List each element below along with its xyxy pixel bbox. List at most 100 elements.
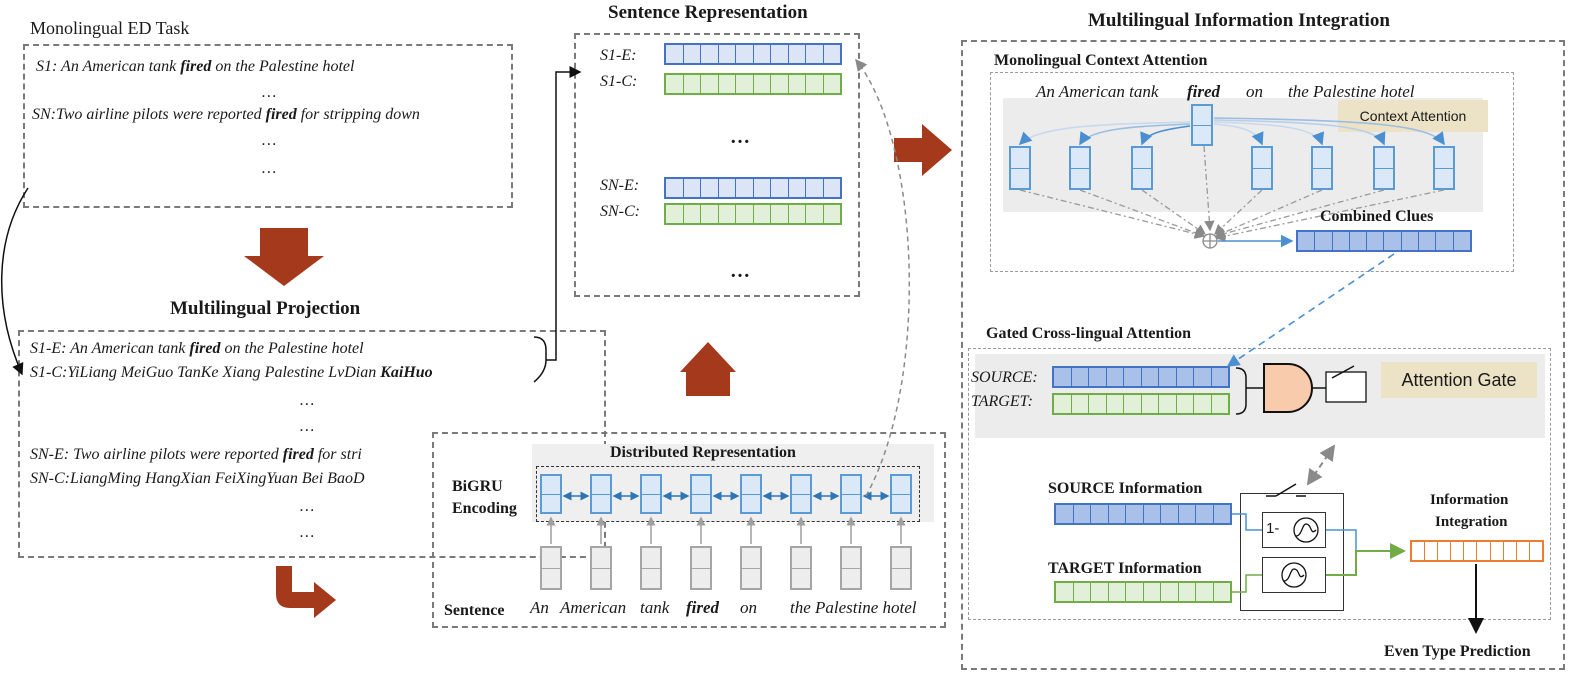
bigru-cell	[790, 474, 812, 514]
attention-arcs	[1018, 117, 1445, 146]
projection-line-post: on the Palestine hotel	[220, 340, 364, 357]
vector-sne	[664, 177, 842, 199]
context-cell	[1433, 146, 1455, 190]
double-arrow	[1306, 444, 1336, 486]
encoder-inner-box	[536, 466, 920, 522]
row-label-snc: SN-C:	[600, 203, 640, 220]
projection-line-bold: fired	[189, 340, 221, 357]
arrow-bent	[276, 566, 336, 618]
context-box	[990, 72, 1514, 272]
gated-title: Gated Cross-lingual Attention	[986, 325, 1192, 342]
monolingual-line: S1: An American tank fired on the Palest…	[36, 58, 354, 76]
projection-line: …	[300, 392, 314, 410]
trigger-cell	[1191, 104, 1213, 146]
projection-line-post: for stri	[313, 446, 362, 463]
clue-lines	[1019, 145, 1445, 242]
info-int-vector	[1410, 540, 1544, 562]
source-info-vector	[1054, 503, 1232, 525]
monolingual-box	[23, 44, 513, 208]
sentence-word: An	[530, 598, 549, 617]
switch-icon-2	[1266, 483, 1306, 497]
source-label: SOURCE:	[971, 369, 1038, 386]
input-cell	[740, 546, 762, 590]
context-attention-label: Context Attention	[1359, 108, 1467, 124]
arrow-up-big	[680, 342, 736, 396]
monolingual-line: …	[262, 132, 276, 150]
sentence-rep-title: Sentence Representation	[608, 2, 808, 23]
prediction-label: Even Type Prediction	[1384, 643, 1531, 660]
monolingual-line: SN:Two airline pilots were reported fire…	[32, 106, 420, 124]
bigru-cell	[540, 474, 562, 514]
sigmoid-icon-1	[1293, 517, 1319, 543]
input-cell	[840, 546, 862, 590]
attention-gate-badge: Attention Gate	[1381, 362, 1537, 398]
attention-gate-label: Attention Gate	[1401, 370, 1517, 390]
arrow-right-big	[894, 124, 952, 176]
row-label-sne: SN-E:	[600, 177, 640, 194]
monolingual-line-post: for stripping down	[296, 106, 420, 123]
context-cell	[1311, 146, 1333, 190]
monolingual-line-pre: SN:Two airline pilots were reported	[32, 106, 266, 123]
monolingual-line: …	[262, 160, 276, 178]
input-cell	[540, 546, 562, 590]
source-vector	[1052, 366, 1230, 388]
projection-line-bold: fired	[282, 446, 314, 463]
integration-box	[961, 40, 1565, 670]
projection-line: SN-C:LiangMing HangXian FeiXingYuan Bei …	[30, 470, 365, 488]
projection-line-pre: SN-C:LiangMing HangXian FeiXingYuan Bei …	[30, 470, 365, 487]
projection-line-bold: KaiHuo	[380, 364, 433, 381]
projection-line: S1-C:YiLiang MeiGuo TanKe Xiang Palestin…	[30, 364, 433, 382]
context-cell	[1009, 146, 1031, 190]
monolingual-line-pre: S1: An American tank	[36, 58, 181, 75]
integration-title: Multilingual Information Integration	[1088, 10, 1390, 31]
and-gate-icon	[1263, 363, 1313, 413]
context-cell	[1251, 146, 1273, 190]
target-label: TARGET:	[971, 393, 1033, 410]
bigru-label: BiGRU Encoding	[452, 478, 517, 517]
gate-unit-box	[1240, 493, 1344, 611]
monolingual-line-bold: fired	[180, 58, 212, 75]
ellipsis-2: …	[730, 260, 750, 282]
source-info-label: SOURCE Information	[1048, 480, 1203, 497]
row-label-s1e: S1-E:	[600, 47, 637, 64]
curve-mono-to-proj	[0, 187, 29, 376]
sigmoid-icon-2	[1281, 562, 1307, 588]
projection-line: …	[300, 524, 314, 542]
combined-clues-label: Combined Clues	[1320, 208, 1434, 225]
line-sig2-out	[1326, 543, 1406, 576]
monolingual-title: Monolingual ED Task	[30, 18, 190, 38]
context-cell	[1131, 146, 1153, 190]
info-int-label-2: Integration	[1435, 514, 1508, 530]
bigru-cell	[740, 474, 762, 514]
context-sentence-on: on	[1246, 82, 1263, 101]
dashed-combined-to-gated	[1226, 253, 1395, 367]
monolingual-line-bold: fired	[265, 106, 297, 123]
sentence-word: fired	[686, 598, 720, 617]
bigru-cell	[690, 474, 712, 514]
arrow-down-big	[244, 228, 324, 286]
monolingual-line-post: on the Palestine hotel	[211, 58, 355, 75]
projection-line-pre: SN-E: Two airline pilots were reported	[30, 446, 283, 463]
bracket-gated	[1235, 367, 1247, 415]
monolingual-line-pre: …	[262, 84, 277, 101]
line-proj-to-rep	[546, 66, 582, 361]
projection-line: …	[300, 418, 314, 436]
projection-line: S1-E: An American tank fired on the Pale…	[30, 340, 364, 358]
line-target-to-gate	[1232, 574, 1262, 593]
vector-s1c	[664, 73, 842, 95]
projection-line-pre: …	[300, 524, 315, 541]
projection-line-pre: …	[300, 498, 315, 515]
gated-box	[968, 348, 1551, 620]
target-info-vector	[1054, 581, 1232, 603]
distributed-rep-label: Distributed Representation	[610, 444, 796, 461]
plus-circle-icon	[1202, 233, 1218, 249]
sentence-word: the Palestine hotel	[790, 598, 917, 617]
projection-title: Multilingual Projection	[170, 298, 361, 319]
monolingual-line-pre: …	[262, 160, 277, 177]
line-source-to-gate	[1232, 513, 1262, 531]
vector-snc	[664, 203, 842, 225]
combined-clues-vector	[1296, 230, 1472, 252]
input-cell	[790, 546, 812, 590]
